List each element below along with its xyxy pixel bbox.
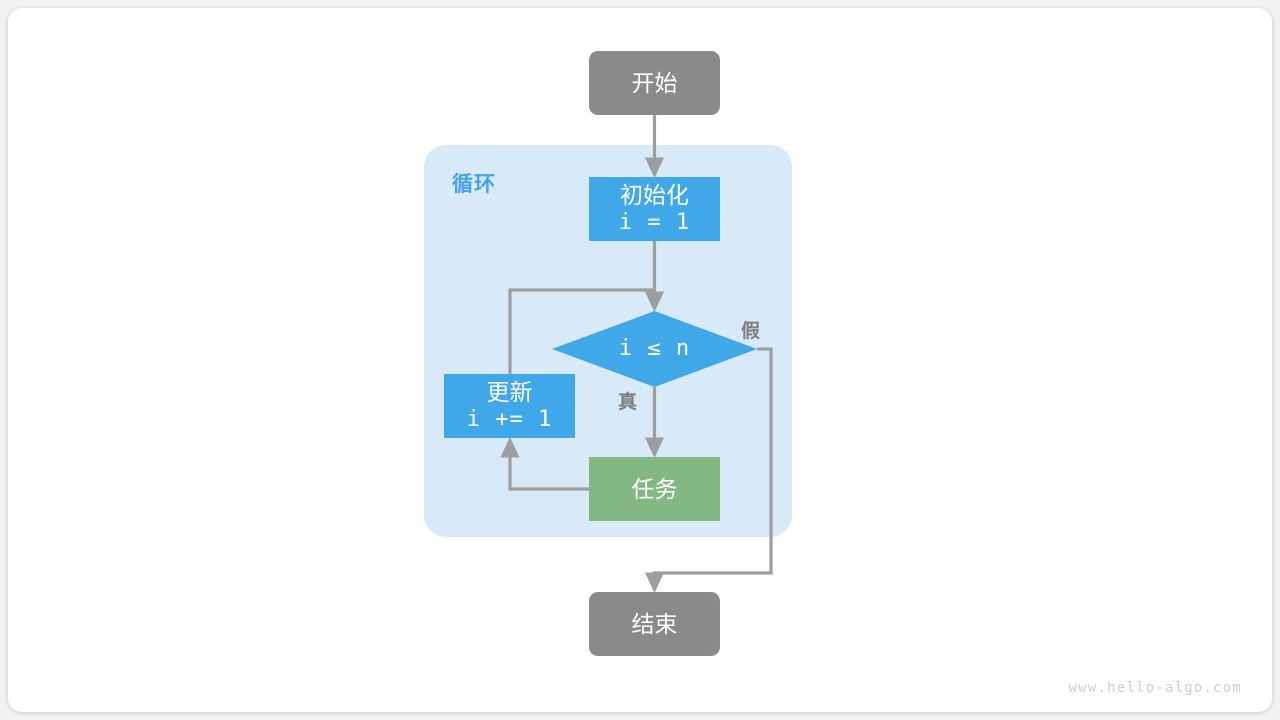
node-start[interactable]	[589, 51, 720, 115]
edge-update-to-condition	[508, 288, 655, 374]
connectors	[500, 115, 773, 594]
node-init[interactable]	[589, 177, 720, 241]
node-update[interactable]	[444, 374, 575, 438]
edge-label-false: 假	[741, 321, 761, 342]
edge-condition-to-end	[644, 347, 773, 594]
loop-container-label: 循环	[452, 173, 496, 196]
node-task[interactable]	[589, 457, 720, 521]
edge-task-to-update	[500, 436, 589, 491]
watermark: www.hello-algo.com	[1068, 680, 1242, 696]
node-condition[interactable]	[552, 311, 757, 387]
edge-label-true: 真	[618, 392, 638, 413]
node-end[interactable]	[589, 592, 720, 656]
